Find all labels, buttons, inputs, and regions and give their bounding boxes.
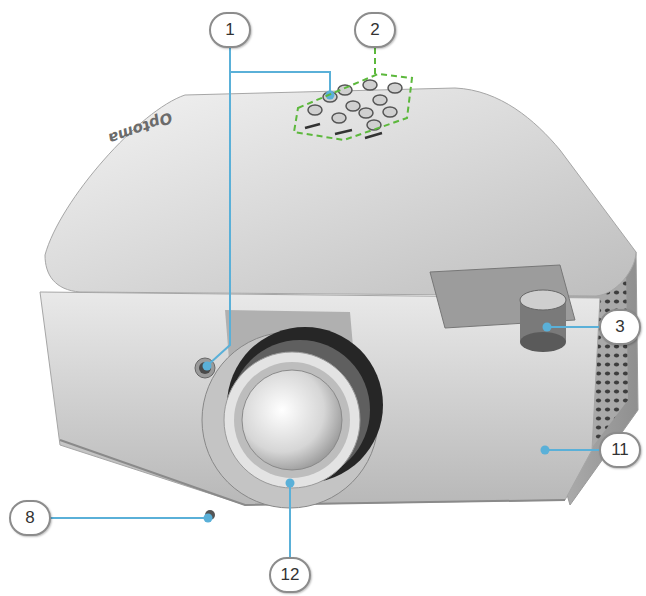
callout-number: 8 [9, 500, 51, 536]
callout-number: 2 [354, 12, 396, 48]
projector-body [40, 88, 638, 505]
button-group-outline [294, 48, 412, 140]
leader-lines [48, 48, 602, 557]
leader-dots [203, 91, 552, 523]
callout-number: 1 [209, 12, 251, 48]
brand-logo: Optoma [106, 108, 175, 148]
callout-number: 11 [599, 432, 641, 468]
button-panel [305, 80, 402, 138]
callout-number: 3 [599, 309, 641, 345]
callout-number: 12 [269, 557, 311, 593]
focus-dial [430, 265, 575, 352]
